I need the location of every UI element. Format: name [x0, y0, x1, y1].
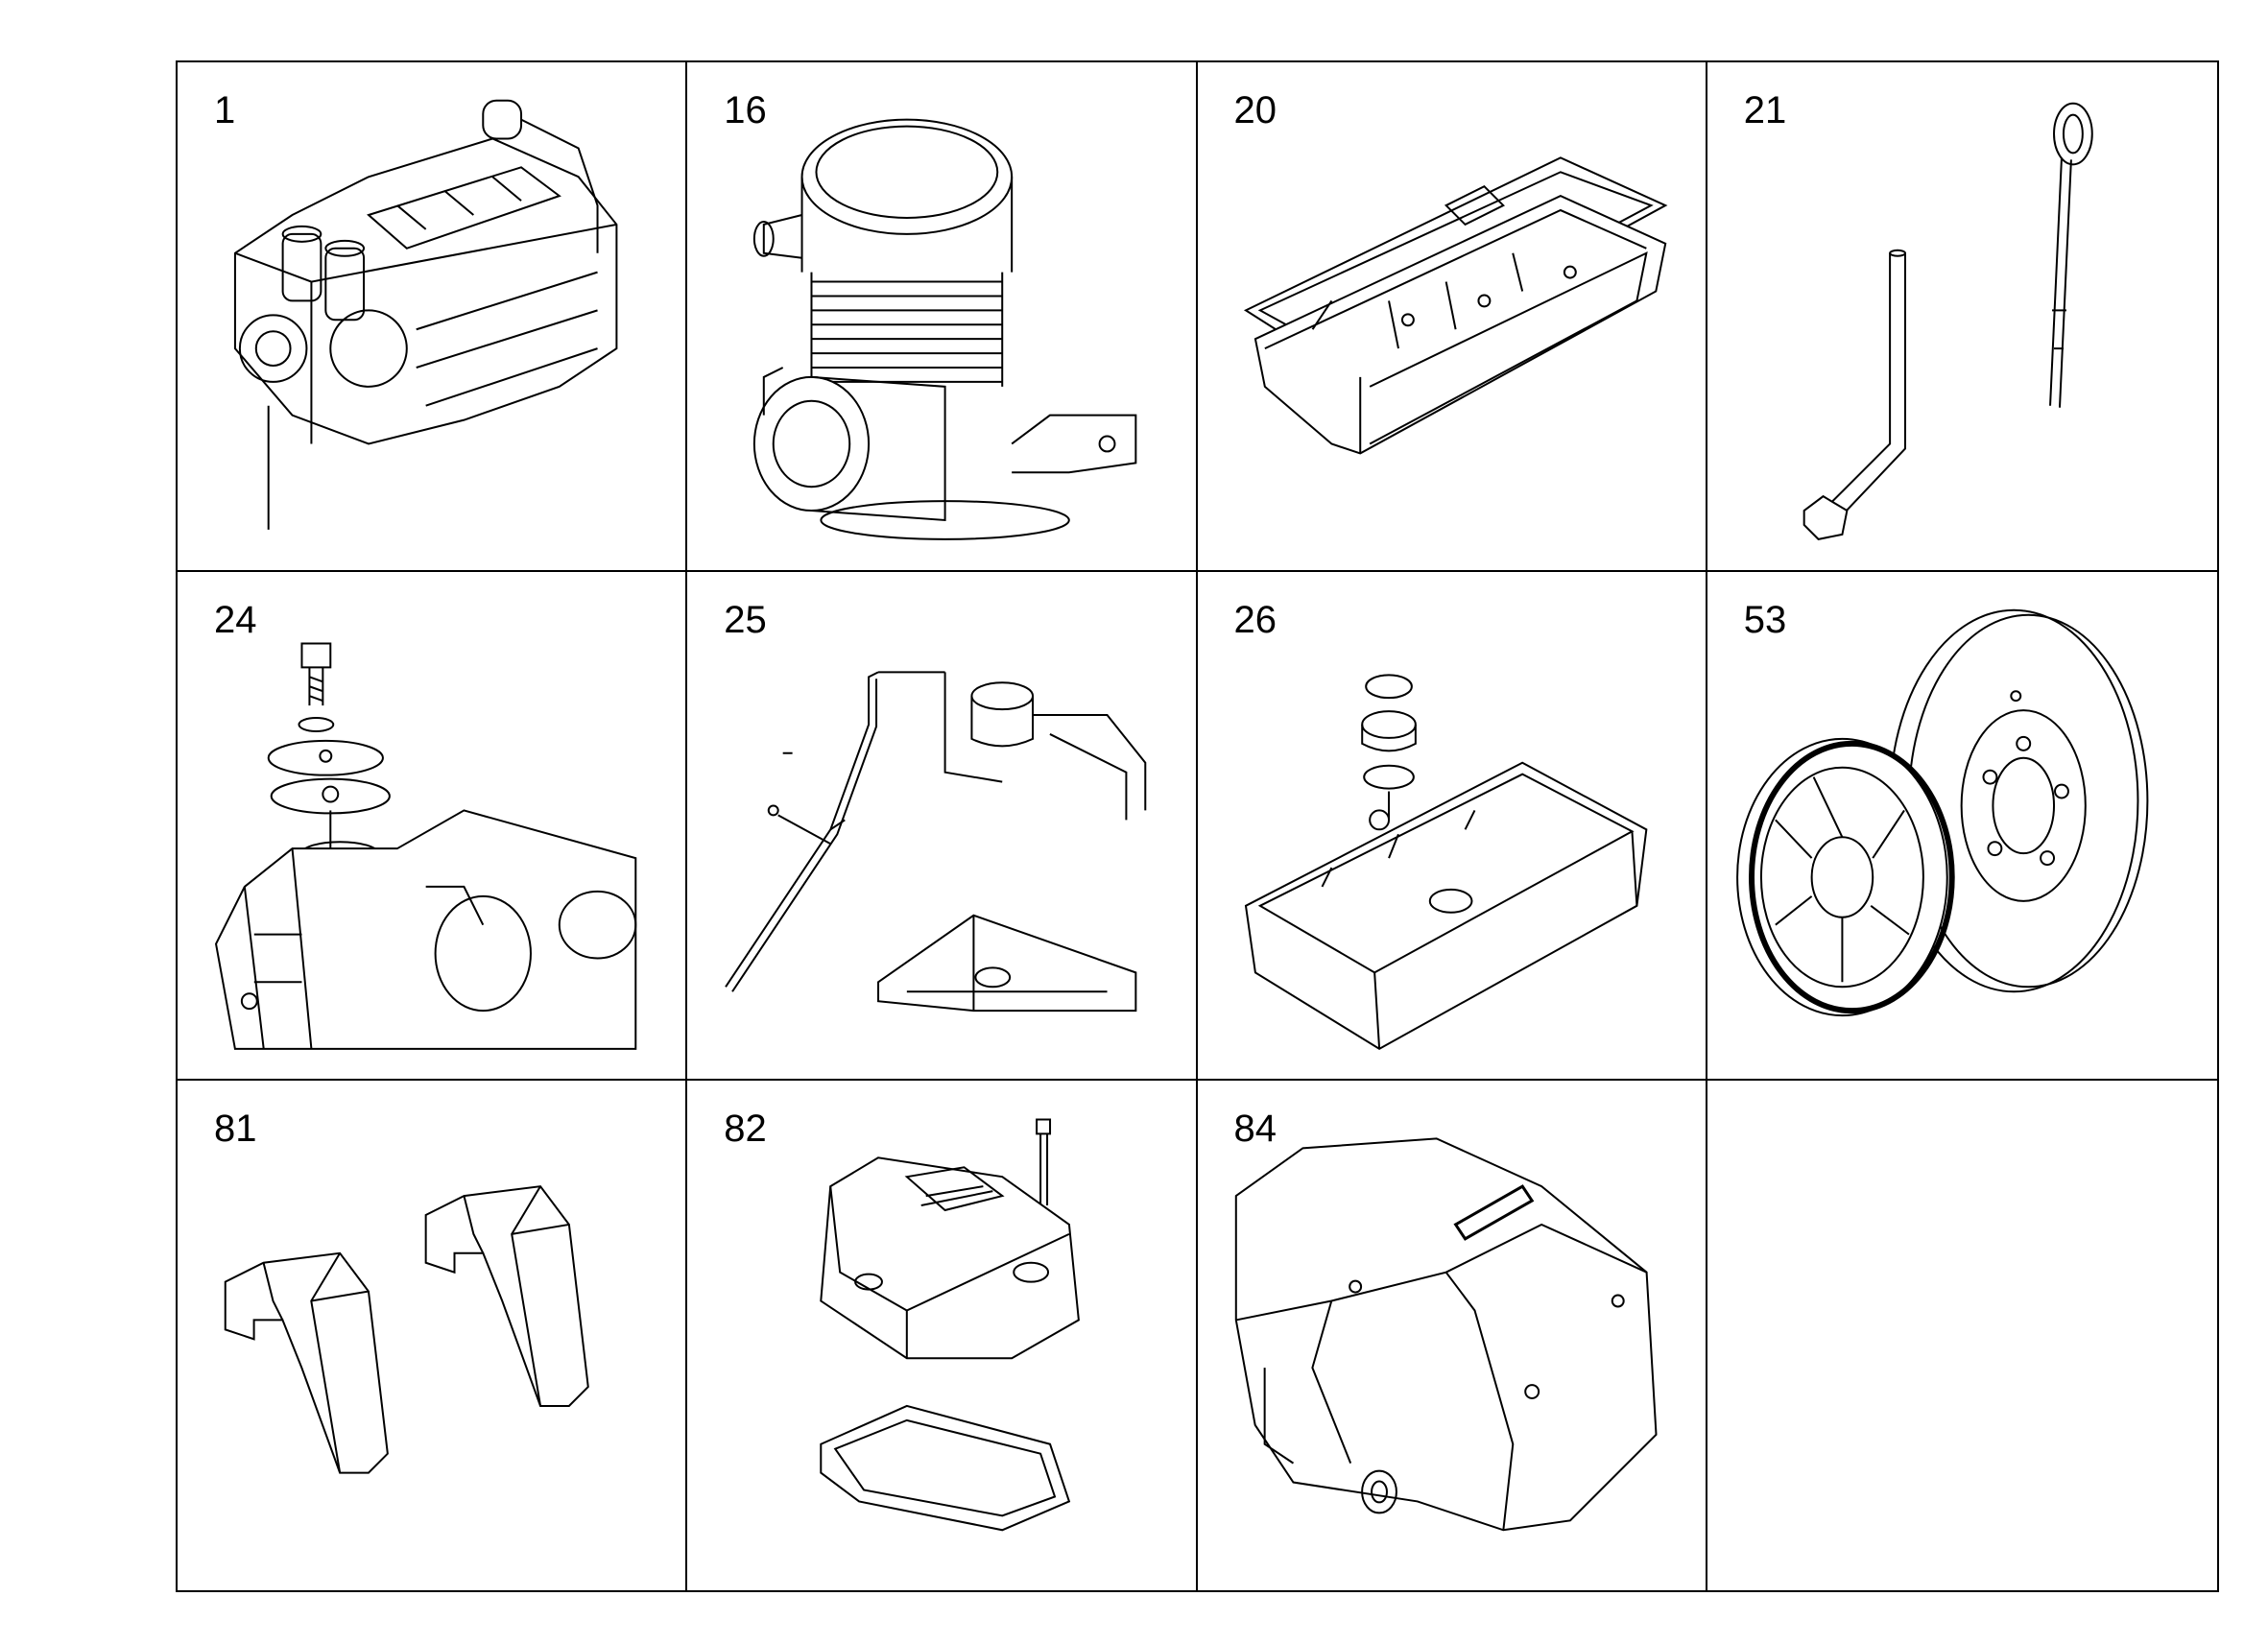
part-cell-84[interactable]: 84	[1198, 1081, 1707, 1590]
oil-pan-drain-icon	[1198, 572, 1706, 1080]
oil-pan-gasket-icon	[1198, 62, 1706, 570]
dipstick-and-tube-icon	[1707, 62, 2217, 570]
part-cell-26[interactable]: 26	[1197, 571, 1707, 1082]
part-number: 82	[724, 1108, 767, 1151]
part-cell-25[interactable]: 25	[687, 571, 1198, 1082]
cover-plate-bolt-icon	[178, 572, 685, 1080]
lifting-bracket-icon	[178, 1081, 685, 1590]
parts-grid: 1 16	[176, 60, 2219, 1592]
part-number: 21	[1743, 89, 1787, 131]
engine-cover-icon	[1198, 1081, 1706, 1590]
part-cell-81[interactable]: 81	[178, 1081, 688, 1590]
part-number: 25	[724, 598, 767, 641]
part-number: 26	[1233, 598, 1277, 641]
air-filter-canister-icon	[687, 62, 1195, 570]
part-cell-24[interactable]: 24	[178, 571, 688, 1082]
part-cell-20[interactable]: 20	[1197, 62, 1707, 572]
part-number: 20	[1233, 89, 1277, 131]
part-number: 84	[1233, 1108, 1277, 1151]
part-number: 16	[724, 89, 767, 131]
part-number: 24	[214, 598, 257, 641]
part-cell-82[interactable]: 82	[687, 1081, 1198, 1590]
breather-line-icon	[687, 572, 1195, 1080]
engine-block-icon	[178, 62, 685, 570]
pulley-damper-icon	[1707, 572, 2217, 1080]
valve-cover-gasket-icon	[687, 1081, 1195, 1590]
part-number: 81	[214, 1108, 257, 1151]
part-cell-53[interactable]: 53	[1707, 572, 2217, 1082]
part-number: 1	[214, 89, 236, 131]
part-cell-16[interactable]: 16	[687, 62, 1198, 572]
part-cell-1[interactable]: 1	[178, 62, 688, 572]
part-cell-21[interactable]: 21	[1707, 62, 2217, 572]
empty-cell	[1707, 1081, 2217, 1590]
part-number: 53	[1743, 598, 1787, 641]
